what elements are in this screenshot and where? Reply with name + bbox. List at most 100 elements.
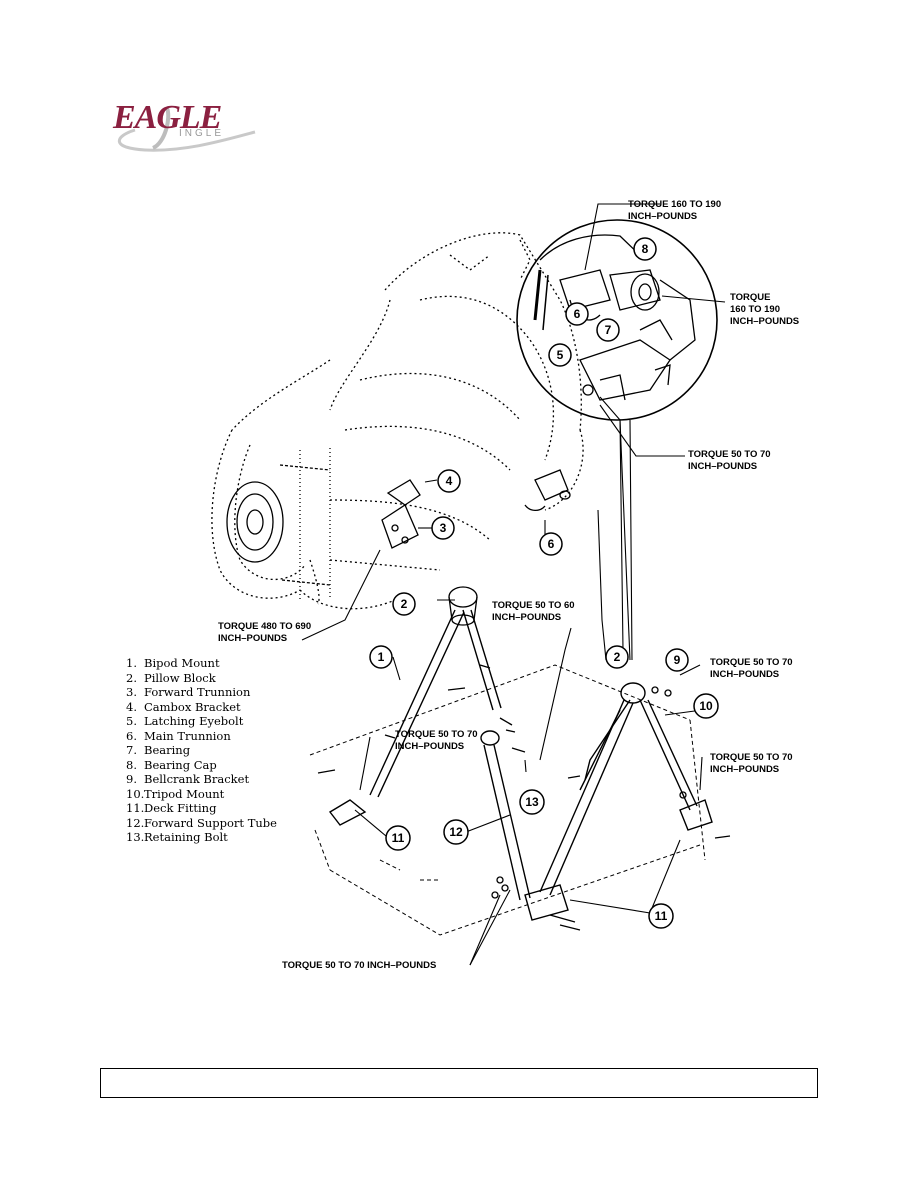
callout-1-label: 1: [378, 650, 385, 664]
torque-callout-6-line1: TORQUE 50 TO 70: [710, 657, 793, 668]
legend-item: 9. Bellcrank Bracket: [126, 772, 296, 787]
callout-9-label: 9: [674, 653, 681, 667]
callout-5-label: 5: [557, 348, 564, 362]
legend-item-number: 10.: [126, 786, 145, 801]
legend-item-label: Bipod Mount: [144, 656, 220, 670]
torque-callout-8-line1: TORQUE 50 TO 70: [710, 752, 793, 763]
leader-lines: [301, 203, 726, 966]
callout-12-label: 12: [449, 825, 463, 839]
legend-item: 2. Pillow Block: [126, 671, 296, 686]
legend-item: 10.Tripod Mount: [126, 787, 296, 802]
torque-callout-2-line2: 160 TO 190: [730, 304, 780, 315]
legend-item: 5.Latching Eyebolt: [126, 714, 296, 729]
callout-4: 4: [437, 469, 461, 493]
callout-11-left: 11: [385, 825, 411, 851]
legend-item-label: Forward Support Tube: [144, 815, 277, 830]
pillow-block-left: [448, 586, 478, 626]
transmission-housing: [211, 232, 584, 610]
legend-item-number: 13.: [126, 830, 145, 844]
callout-1: 1: [369, 645, 393, 669]
main-trunnion: [524, 469, 571, 512]
legend-item: 12.Forward Support Tube: [126, 816, 296, 831]
callout-7-label: 7: [605, 323, 612, 337]
legend-item: 8. Bearing Cap: [126, 758, 296, 773]
torque-callout-4-line1: TORQUE 480 TO 690: [218, 621, 311, 632]
legend-item-number: 2.: [126, 670, 137, 685]
legend-item-label: Tripod Mount: [144, 786, 225, 801]
legend-item: 7. Bearing: [126, 743, 296, 758]
legend-item-label: Deck Fitting: [144, 801, 217, 815]
callout-6-detail: 6: [565, 302, 589, 326]
callout-9: 9: [665, 648, 689, 672]
legend-item: 4.Cambox Bracket: [126, 700, 296, 715]
callout-2-right: 2: [605, 645, 629, 669]
deck-outline: [309, 664, 706, 936]
legend-item-number: 9.: [126, 772, 137, 786]
legend-item-label: Bearing Cap: [144, 757, 217, 772]
legend-item-label: Pillow Block: [144, 670, 216, 685]
callout-8-label: 8: [642, 242, 649, 256]
legend-item-number: 12.: [126, 815, 145, 830]
torque-callout-2-line1: TORQUE: [730, 292, 770, 303]
callout-12: 12: [443, 819, 469, 845]
input-gear: [226, 448, 331, 600]
legend-item-number: 7.: [126, 743, 137, 757]
logo-s-swoosh: [151, 107, 171, 150]
detail-zoom-circle: [516, 219, 718, 421]
callout-11-right: 11: [648, 903, 674, 929]
eagle-single-logo: EAGLE INGLE: [112, 99, 256, 152]
torque-callouts: TORQUE 160 TO 190 INCH–POUNDS TORQUE 160…: [218, 199, 799, 971]
torque-callout-3-line2: INCH–POUNDS: [688, 461, 757, 472]
legend-item-label: Forward Trunnion: [144, 685, 251, 699]
legend-item-label: Bellcrank Bracket: [144, 772, 250, 786]
callout-8: 8: [633, 237, 657, 261]
torque-callout-2-line3: INCH–POUNDS: [730, 316, 799, 327]
legend-item: 11.Deck Fitting: [126, 801, 296, 816]
callout-6b-label: 6: [548, 537, 555, 551]
torque-callout-8-line2: INCH–POUNDS: [710, 764, 779, 775]
callout-7: 7: [596, 318, 620, 342]
logo-sub-text: INGLE: [179, 128, 224, 139]
torque-callout-9: TORQUE 50 TO 70 INCH–POUNDS: [282, 960, 436, 971]
forward-support-tube: [480, 717, 531, 901]
legend-item-number: 8.: [126, 757, 137, 772]
logo-swoosh: [117, 128, 256, 152]
footer-box: [100, 1068, 818, 1098]
detail-view-parts: [533, 234, 696, 401]
callout-11b-label: 11: [655, 909, 668, 923]
torque-callout-1-line2: INCH–POUNDS: [628, 211, 697, 222]
callout-3-label: 3: [440, 521, 447, 535]
callout-3: 3: [431, 516, 455, 540]
callout-5: 5: [548, 343, 572, 367]
legend-item-number: 11.: [126, 801, 145, 815]
callout-13-label: 13: [525, 795, 539, 809]
bipod-mount: [328, 609, 502, 826]
callout-6-lower: 6: [539, 532, 563, 556]
callout-2a-label: 2: [401, 597, 408, 611]
torque-callout-1-line1: TORQUE 160 TO 190: [628, 199, 721, 210]
fasteners: [317, 686, 731, 931]
legend-item-number: 3.: [126, 685, 137, 699]
callout-numbers: 1 2 2 3 4 5 6 6 7 8 9 10 11 11 12 13: [369, 237, 719, 929]
legend-item: 6. Main Trunnion: [126, 729, 296, 744]
legend-item-label: Bearing: [144, 743, 191, 757]
callout-2-left: 2: [392, 592, 416, 616]
legend-item-label: Latching Eyebolt: [144, 714, 244, 728]
torque-callout-7-line2: INCH–POUNDS: [395, 741, 464, 752]
torque-callout-3-line1: TORQUE 50 TO 70: [688, 449, 771, 460]
legend-item-label: Main Trunnion: [144, 728, 231, 743]
tripod-mount: [524, 682, 713, 921]
legend-item-number: 6.: [126, 728, 137, 743]
legend-item-label: Retaining Bolt: [144, 830, 228, 844]
legend-item: 1.Bipod Mount: [126, 656, 296, 671]
legend-item-number: 4.: [126, 699, 137, 714]
cambox-bracket: [381, 479, 421, 549]
callout-11a-label: 11: [392, 831, 405, 845]
callout-10: 10: [693, 693, 719, 719]
torque-callout-5-line1: TORQUE 50 TO 60: [492, 600, 575, 611]
callout-2b-label: 2: [614, 650, 621, 664]
torque-callout-5-line2: INCH–POUNDS: [492, 612, 561, 623]
callout-6a-label: 6: [574, 307, 581, 321]
